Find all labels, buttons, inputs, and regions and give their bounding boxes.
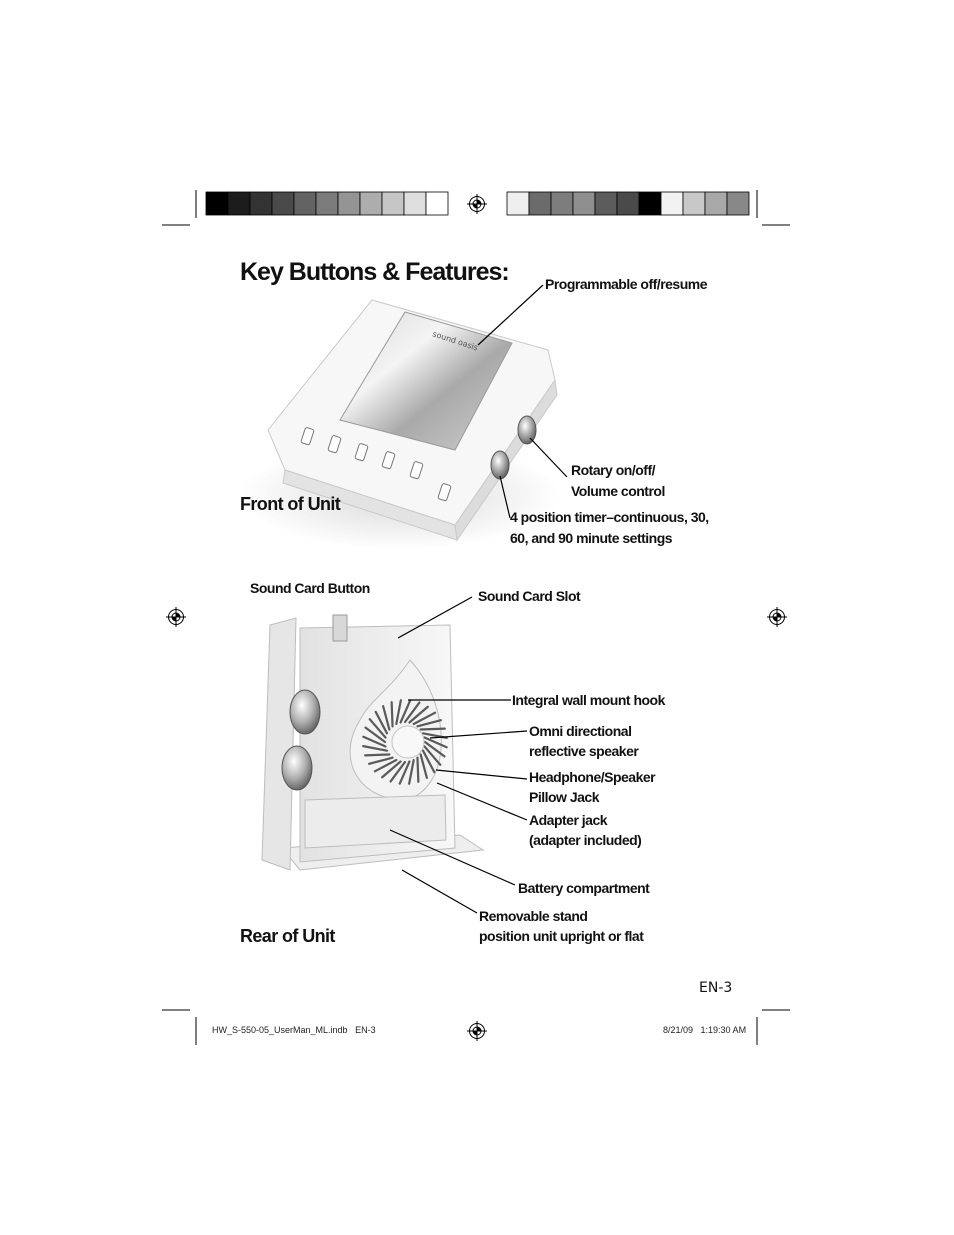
callout-sound-card-button: Sound Card Button [250,580,370,596]
callout-wall-mount-hook: Integral wall mount hook [512,692,665,708]
page-number: EN-3 [699,980,733,996]
grille-slot [374,710,389,735]
callout-timer-line1: 4 position timer–continuous, 30, [510,509,709,525]
speaker-grille [362,699,448,785]
front-section-title: Front of Unit [240,494,341,514]
callout-stand-line1: Removable stand [479,908,588,924]
color-swatch [726,191,750,216]
grille-slot [408,758,415,785]
grille-slot [389,760,407,783]
grille-slot [423,740,446,758]
grille-slot [395,699,402,726]
registration-mark-top [467,194,487,214]
grille-slot [423,745,442,766]
registration-mark-bottom [467,1021,487,1041]
callout-rotary-line2: Volume control [571,483,665,499]
callout-sound-card-slot: Sound Card Slot [478,588,581,604]
grille-slot [398,760,411,785]
grille-slot [421,749,436,774]
color-bar-left [205,191,449,216]
grille-slot [412,711,437,726]
callout-speaker-line2: reflective speaker [529,743,639,759]
grille-slot [382,705,391,731]
grille-slot [373,758,398,773]
callout-adapter-line1: Adapter jack [529,812,608,828]
callout-jack-line1: Headphone/Speaker [529,769,656,785]
rear-section-title: Rear of Unit [240,926,335,946]
grille-slot [390,701,394,728]
footer-file-slug: HW_S-550-05_UserMan_ML.indb EN-3 [212,1025,376,1035]
grille-slot [364,726,387,744]
callout-stand-line2: position unit upright or flat [479,928,644,944]
grille-slot [403,701,421,724]
rear-callout-lines [389,596,528,914]
callout-timer-line2: 60, and 90 minute settings [510,530,673,546]
grille-slot [381,760,402,779]
color-swatch [425,191,449,216]
crop-marks-bottom [162,1009,790,1045]
grille-slot [408,705,429,724]
callout-rotary-line1: Rotary on/off/ [571,462,656,478]
grille-slot [416,719,442,728]
page-heading: Key Buttons & Features: [240,258,510,286]
color-bar-right [506,191,750,216]
callout-programmable-off-resume: Programmable off/resume [545,276,708,292]
grille-slot [423,736,448,749]
registration-mark-left [166,607,186,627]
crop-marks-top [162,190,790,226]
grille-slot [368,718,387,739]
grille-slot [419,753,428,779]
grille-slot [362,745,389,752]
grille-slot [362,735,387,748]
grille-slot [368,756,394,765]
grille-slot [364,753,391,757]
callout-adapter-line2: (adapter included) [529,832,642,848]
callout-battery-compartment: Battery compartment [518,880,650,896]
timer-switches [300,427,452,502]
callout-speaker-line1: Omni directional [529,723,632,739]
grille-slot [416,756,420,783]
callout-jack-line2: Pillow Jack [529,789,599,805]
front-callout-lines [477,284,568,519]
registration-mark-right [767,607,787,627]
grille-slot [419,727,446,731]
grille-slot [399,699,412,724]
footer-timestamp: 8/21/09 1:19:30 AM [663,1025,747,1035]
